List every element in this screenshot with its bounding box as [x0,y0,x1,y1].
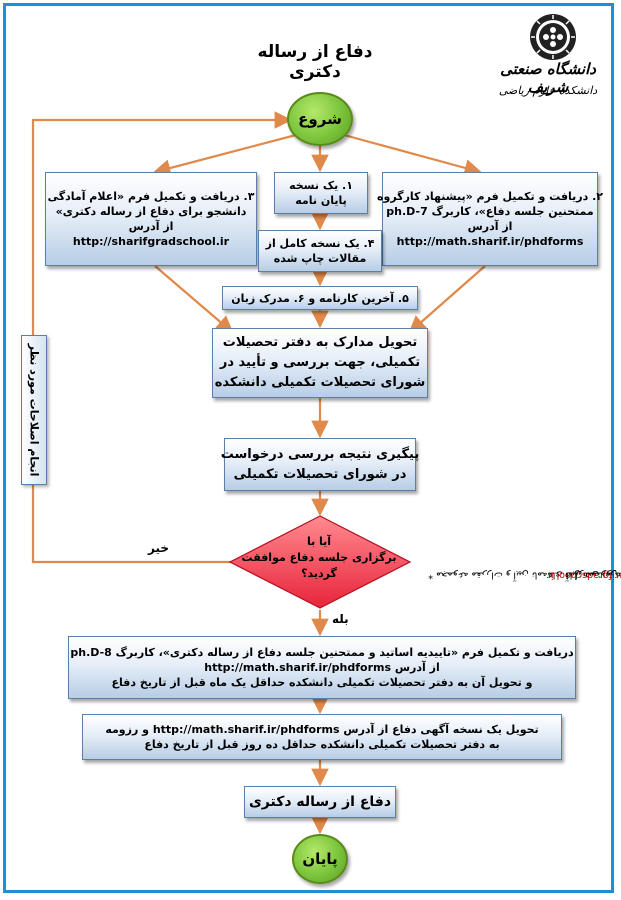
announce-line1: تحویل یک نسخه آگهی دفاع از آدرس http://m… [105,723,539,736]
step4-line1: ۴. یک نسخه کامل از [265,237,375,250]
defense-box: دفاع از رساله دکتری [244,786,396,818]
revisions-text: انجام اصلاحات مورد نظر [27,343,41,477]
step3-line2: دانشجو برای دفاع از رساله دکتری» [55,205,247,218]
announce-line2: به دفتر تحصیلات تکمیلی دانشکده حداقل ده … [144,738,500,751]
step1-line2: پایان نامه [295,194,347,207]
side-note-tail: قابل دسترس است. [564,569,621,581]
step4-line2: مقالات چاپ شده [273,252,367,265]
end-node: پایان [292,834,348,884]
deliver-line1: تحویل مدارک به دفتر تحصیلات [222,335,418,350]
deliver-documents-box: تحویل مدارک به دفتر تحصیلات تکمیلی، جهت … [212,328,428,398]
step2-url: http://math.sharif.ir/phdforms [396,235,584,248]
follow-line2: در شورای تحصیلات تکمیلی [233,466,407,482]
decision-line2: برگزاری جلسه دفاع موافقت گردید؟ [241,551,397,580]
arrow-start-step3 [152,133,297,177]
step5-text: ۵. آخرین کارنامه و ۶. مدرک زبان [231,291,409,305]
approval-line2: از آدرس http://math.sharif.ir/phdforms [204,661,440,674]
revisions-box: انجام اصلاحات مورد نظر [21,335,47,485]
step4-box: ۴. یک نسخه کامل از مقالات چاپ شده [258,230,382,272]
defense-text: دفاع از رساله دکتری [248,793,392,810]
follow-up-box: پیگیری نتیجه بررسی درخواست در شورای تحصی… [220,438,420,491]
page-title: دفاع از رساله دکتری [257,42,373,82]
step2-box: ۲. دریافت و تکمیل فرم «پیشنهاد کارگروه م… [377,172,603,266]
arrow-start-step2 [343,133,483,177]
decision-text: آیا با برگزاری جلسه دفاع موافقت گردید؟ [224,534,414,582]
step3-line1: ۳. دریافت و تکمیل فرم «اعلام آمادگی [47,190,255,203]
step3-line3: از آدرس [128,220,174,233]
arrow-step2-deliver [408,265,486,334]
university-name: دانشگاه صنعتی شریف [500,60,596,96]
step3-box: ۳. دریافت و تکمیل فرم «اعلام آمادگی دانش… [45,172,257,266]
decision-line1: آیا با [306,535,332,548]
deliver-line3: شورای تحصیلات تکمیلی دانشکده [214,375,426,390]
step1-line1: ۱. یک نسخه [289,179,353,192]
step2-line2: ممتحنین جلسه دفاع»، کاربرگ ph.D-7 [386,205,594,218]
arrow-step3-deliver [154,265,234,334]
step5-box: ۵. آخرین کارنامه و ۶. مدرک زبان [222,286,418,310]
approval-line1: دریافت و تکمیل فرم «تاییدیه اساتید و ممت… [70,646,574,659]
announcement-box: تحویل یک نسخه آگهی دفاع از آدرس http://m… [82,714,562,760]
side-note: * مجموعه مقررات و آیین نامه‌های آموزشی د… [428,280,621,870]
deliver-line2: تکمیلی، جهت بررسی و تأیید در [219,355,421,370]
no-label: خیر [148,541,170,555]
faculty-name: دانشکده علوم ریاضی [498,84,598,97]
approval-form-box: دریافت و تکمیل فرم «تاییدیه اساتید و ممت… [68,636,576,699]
step2-line1: ۲. دریافت و تکمیل فرم «پیشنهاد کارگروه [377,190,603,203]
university-seal-icon [530,14,576,60]
step2-line3: از آدرس [467,220,513,233]
approval-line3: و تحویل آن به دفتر تحصیلات تکمیلی دانشکد… [111,676,533,689]
step1-box: ۱. یک نسخه پایان نامه [274,172,368,214]
start-node: شروع [287,92,353,146]
follow-line1: پیگیری نتیجه بررسی درخواست [220,446,420,462]
yes-label: بله [332,612,349,626]
step3-url: http://sharifgradschool.ir [72,235,230,248]
